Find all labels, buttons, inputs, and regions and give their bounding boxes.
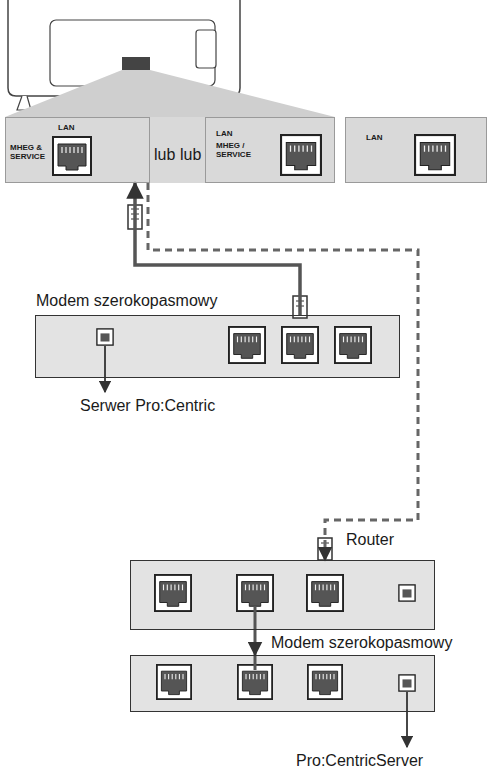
port-panel: LAN MHEG / SERVICE xyxy=(205,117,335,183)
port-strip xyxy=(5,117,335,183)
device-name: Modem szerokopasmowy xyxy=(271,634,452,652)
lan-port xyxy=(157,665,191,699)
device-name: Modem szerokopasmowy xyxy=(36,292,217,310)
or-word: lub xyxy=(154,146,175,164)
modem-body xyxy=(35,315,400,378)
router-body xyxy=(130,560,435,630)
server-label: Serwer Pro:Centric xyxy=(80,397,215,415)
lan-cable-dashed xyxy=(148,183,418,560)
lan-port xyxy=(307,575,343,611)
server-label: Pro:CentricServer xyxy=(296,752,423,770)
port-label: LAN xyxy=(58,124,74,133)
port-strip xyxy=(345,117,487,183)
lan-port xyxy=(415,135,455,175)
lan-port xyxy=(308,665,342,699)
tv-port-area xyxy=(122,57,150,70)
modem-box: Modem szerokopasmowy xyxy=(130,655,435,712)
device-name: Router xyxy=(346,531,394,549)
router-box: Router xyxy=(130,560,435,630)
or-word: lub xyxy=(180,146,201,164)
server-port xyxy=(97,329,113,345)
lan-port xyxy=(282,327,318,363)
server-arrow xyxy=(406,692,408,747)
lan-port xyxy=(281,135,321,175)
zoom-fan xyxy=(5,70,335,117)
server-arrow xyxy=(104,346,106,392)
lan-port xyxy=(155,575,191,611)
port-label: LAN xyxy=(216,130,232,139)
port-panel: LAN xyxy=(345,117,487,183)
lan-port xyxy=(237,575,273,611)
cable-stub xyxy=(254,655,257,670)
modem-body xyxy=(130,655,435,712)
server-port xyxy=(399,585,415,601)
lan-port xyxy=(53,137,91,175)
cable-stub xyxy=(254,606,257,630)
modem-box: Modem szerokopasmowy xyxy=(35,315,400,378)
port-label: MHEG & SERVICE xyxy=(10,144,52,162)
port-label: MHEG / SERVICE xyxy=(216,142,274,160)
port-panel: LAN MHEG & SERVICE xyxy=(5,117,150,183)
server-port xyxy=(399,675,415,691)
lan-cable xyxy=(254,630,257,655)
lan-port xyxy=(238,665,272,699)
lan-port xyxy=(335,327,371,363)
lan-port xyxy=(229,327,265,363)
port-label: LAN xyxy=(366,134,382,143)
